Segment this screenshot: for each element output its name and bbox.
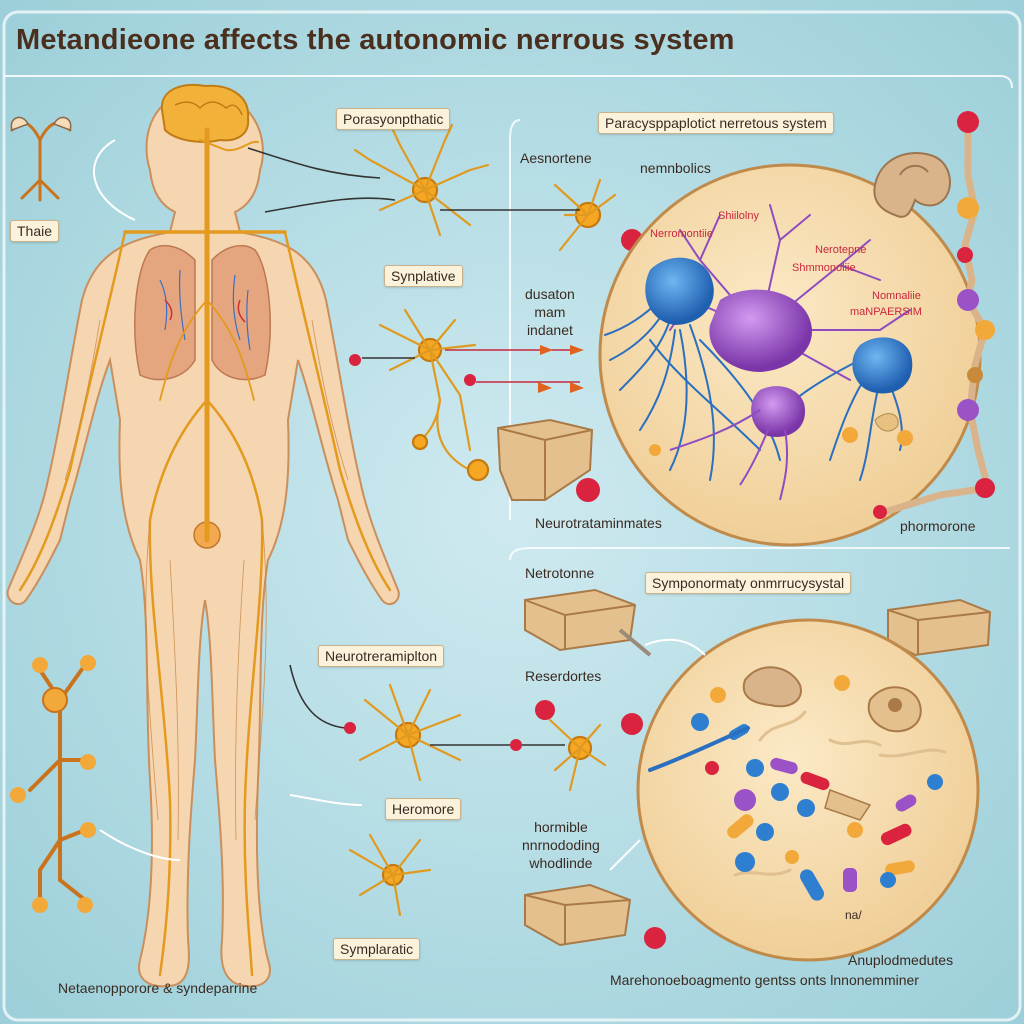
wooden-block-lower-2 bbox=[887, 598, 992, 657]
nerve-line-lower bbox=[289, 664, 346, 729]
brain bbox=[160, 83, 250, 143]
inner-label-4: Shmmonoliie bbox=[792, 262, 856, 274]
label-hormible-line-1: hormible bbox=[534, 819, 588, 835]
human-figure bbox=[6, 83, 400, 988]
inner-label-3: Nerotepne bbox=[815, 244, 867, 256]
label-aesnortene: Aesnortene bbox=[520, 150, 592, 166]
label-neurotransmitter: Neurotreramiplton bbox=[318, 645, 445, 667]
molecule-chain-left bbox=[10, 655, 96, 913]
outer-frame bbox=[2, 10, 1022, 1022]
synapse-circle-bottom bbox=[621, 618, 980, 962]
label-synplative: Synplative bbox=[384, 265, 463, 287]
label-nerotone: Netrotonne bbox=[525, 565, 595, 581]
inner-label-6: maNPAERSIM bbox=[850, 306, 922, 318]
title-divider bbox=[4, 75, 1013, 89]
thin-nerves bbox=[64, 319, 349, 841]
label-hormible-line-3: whodlinde bbox=[529, 855, 593, 871]
top-right-panel-frame bbox=[509, 119, 521, 520]
label-hormorone: phormorone bbox=[900, 518, 976, 534]
label-parasympathetic-top: Porasyonpthatic bbox=[336, 108, 451, 130]
label-parasympathetic-system: Paracysppaplotict nerretous system bbox=[598, 112, 834, 134]
bottom-right-panel-frame bbox=[509, 547, 1010, 561]
inner-label-1: Shiilolny bbox=[718, 210, 759, 222]
label-hormible: hormible nnrnododing whodlinde bbox=[522, 818, 600, 872]
label-small-mark: na/ bbox=[845, 908, 862, 922]
label-hormible-line-2: nnrnododing bbox=[522, 837, 600, 853]
nerve-line-top bbox=[247, 147, 381, 179]
blue-receptor-right bbox=[852, 337, 913, 394]
neuron-cluster-top bbox=[353, 123, 617, 252]
label-anuplo: Anuplodmedutes bbox=[848, 952, 954, 968]
left-lung bbox=[134, 244, 196, 381]
label-sympathetic-system: Symponormaty onmrrucysystal bbox=[645, 572, 852, 594]
nerve-branch-icon bbox=[10, 116, 72, 202]
label-sympleratic: Symplaratic bbox=[333, 938, 421, 960]
label-dusaton-line-1: dusaton bbox=[525, 286, 575, 302]
wooden-block-lower-1 bbox=[524, 588, 652, 657]
hormone-gland-icon bbox=[873, 152, 951, 218]
connector-curve bbox=[92, 139, 136, 221]
signal-arrows bbox=[349, 345, 584, 393]
label-thaie: Thaie bbox=[10, 220, 60, 242]
label-dusaton: dusaton mam indanet bbox=[525, 285, 575, 339]
label-bottom-left: Netaenopporore & syndeparrine bbox=[58, 980, 258, 996]
label-dusaton-line-2: mam bbox=[534, 304, 566, 320]
purple-neuron bbox=[709, 289, 812, 372]
molecule-chain-right bbox=[873, 111, 995, 519]
synapse-circle-top bbox=[598, 163, 982, 547]
purple-neuron-small bbox=[751, 386, 806, 437]
label-dusaton-line-3: indanet bbox=[526, 322, 573, 338]
wooden-block-top bbox=[496, 418, 594, 501]
label-neurotrataminates: Neurotrataminmates bbox=[535, 515, 662, 531]
label-nemnbolics: nemnbolics bbox=[640, 160, 711, 176]
neuron-cluster-middle bbox=[378, 308, 490, 482]
right-lung bbox=[211, 244, 271, 381]
blue-receptor-left bbox=[645, 257, 714, 325]
label-bottom-right: Marehonoeboagmento gentss onts lnnonemmi… bbox=[610, 972, 919, 988]
label-reserdortes: Reserdortes bbox=[525, 668, 602, 684]
wooden-block-lower-3 bbox=[524, 883, 632, 947]
neuron-cluster-lower bbox=[348, 683, 607, 917]
inner-label-5: Nomnaliie bbox=[872, 290, 921, 302]
nerve-network bbox=[18, 127, 392, 977]
inner-label-2: Nerromontiie bbox=[650, 228, 713, 240]
page-title: Metandieone affects the autonomic nerrou… bbox=[16, 24, 735, 56]
label-heromore: Heromore bbox=[385, 798, 462, 820]
